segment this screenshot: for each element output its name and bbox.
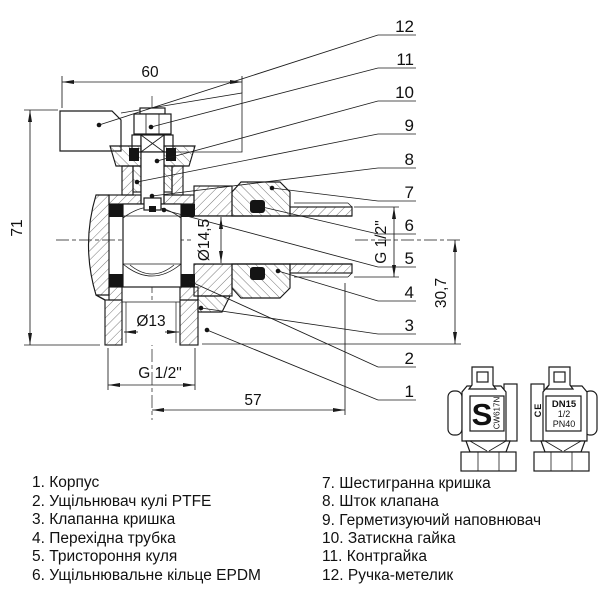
dim-right-thread: G 1/2" [373,220,390,263]
dim-total-height: 71 [9,219,26,236]
parts-legend: 1. Корпус 2. Ущільнювач кулі PTFE 3. Кла… [32,474,541,584]
callout-1: 1 [405,382,414,401]
legend-item-7: 7. Шестигранна кришка [322,475,491,492]
callouts: 12 11 10 9 8 7 6 5 4 3 2 1 [96,17,416,401]
handle-stub-hole [553,371,566,383]
body-right-flange-bottom [193,263,233,297]
bottom-bore [122,300,180,345]
legend-item-9: 9. Герметизуючий наповнювач [322,512,541,529]
label-plate [545,395,582,432]
ball-seal-top-right [181,204,195,217]
outlet-bore [194,216,352,264]
legend-item-6: 6. Ущільнювальне кільце EPDM [32,567,261,584]
stem-tab [149,206,156,212]
bottom-nut [533,451,590,472]
body-top-right [163,194,195,205]
bottom-wall-left [104,299,123,346]
ball-seal-top-left [109,204,123,217]
callout-9: 9 [405,116,414,135]
locknut [133,113,172,135]
legend-item-3: 3. Клапанна кришка [32,511,176,528]
legend-item-8: 8. Шток клапана [322,493,439,510]
body-top-left [108,194,142,205]
body-right-flange-top [193,185,233,217]
dn-size: DN15 [552,399,577,410]
adapter-wall-bottom [289,263,353,274]
dim-bottom-thread: G 1/2" [138,365,181,382]
legend-item-11: 11. Контргайка [322,548,427,565]
valve-body [87,185,233,313]
inch-size: 1/2 [558,409,571,419]
side-view-left: S CW617N [447,366,518,472]
leader-dots [96,122,281,333]
callout-6: 6 [405,216,414,235]
label-plate [469,395,505,432]
callout-2: 2 [405,349,414,368]
filler-left [132,165,142,193]
dim-bottom-bore: Ø13 [136,313,165,330]
adapter-wall-top [289,206,353,217]
dim-bottom-length: 57 [244,392,261,409]
callout-5: 5 [405,249,414,268]
stem-assembly [109,107,196,205]
bottom-nut [460,451,517,472]
dimensions: 60 71 Ø14,5 Ø13 G 1/2" 57 G 1/2" 30,7 [9,64,461,415]
callout-8: 8 [405,150,414,169]
side-view-right: CE DN15 1/2 PN40 [530,366,598,472]
handle-stub-hole [476,371,489,383]
handle-left-wing [59,110,122,152]
filler-right [163,165,173,193]
butterfly-handle [59,92,243,153]
main-section-view [59,92,353,346]
leader-lines [98,34,416,401]
callout-10: 10 [395,83,414,102]
material-marking: CW617N [493,397,502,430]
neck-wall-right [171,165,184,196]
callout-12: 12 [395,17,414,36]
neck-wall-left [121,165,134,196]
o-ring-bottom [250,267,265,280]
bottom-wall-right [179,299,199,346]
bottom-outlet [95,294,199,346]
body-bottom-left [108,286,123,301]
body-left-wall [87,194,110,296]
pipe-end-left [447,390,463,436]
callout-4: 4 [405,283,414,302]
ball-seal-bottom-left [109,274,123,287]
chamber [122,203,182,288]
legend-item-4: 4. Перехідна трубка [32,530,176,547]
dim-handle-width: 60 [141,64,159,81]
ball-bore-arc [129,264,175,275]
callout-7: 7 [405,183,414,202]
packing-left [129,148,139,161]
legend-item-2: 2. Ущільнювач кулі PTFE [32,493,211,510]
ball-bottom-arc [122,263,182,277]
packing-right [166,148,176,161]
dim-outlet-bore: Ø14,5 [196,219,213,261]
dim-outlet-drop: 30,7 [433,278,450,308]
legend-item-5: 5. Тристороння куля [32,548,177,565]
callout-11: 11 [396,50,414,69]
legend-item-12: 12. Ручка-метелик [322,567,453,584]
brand-logo: S [472,397,493,432]
callout-3: 3 [405,316,414,335]
ce-mark: CE [533,403,543,418]
legend-item-10: 10. Затискна гайка [322,530,456,547]
legend-item-1: 1. Корпус [32,474,99,491]
pn-rating: PN40 [553,419,576,429]
